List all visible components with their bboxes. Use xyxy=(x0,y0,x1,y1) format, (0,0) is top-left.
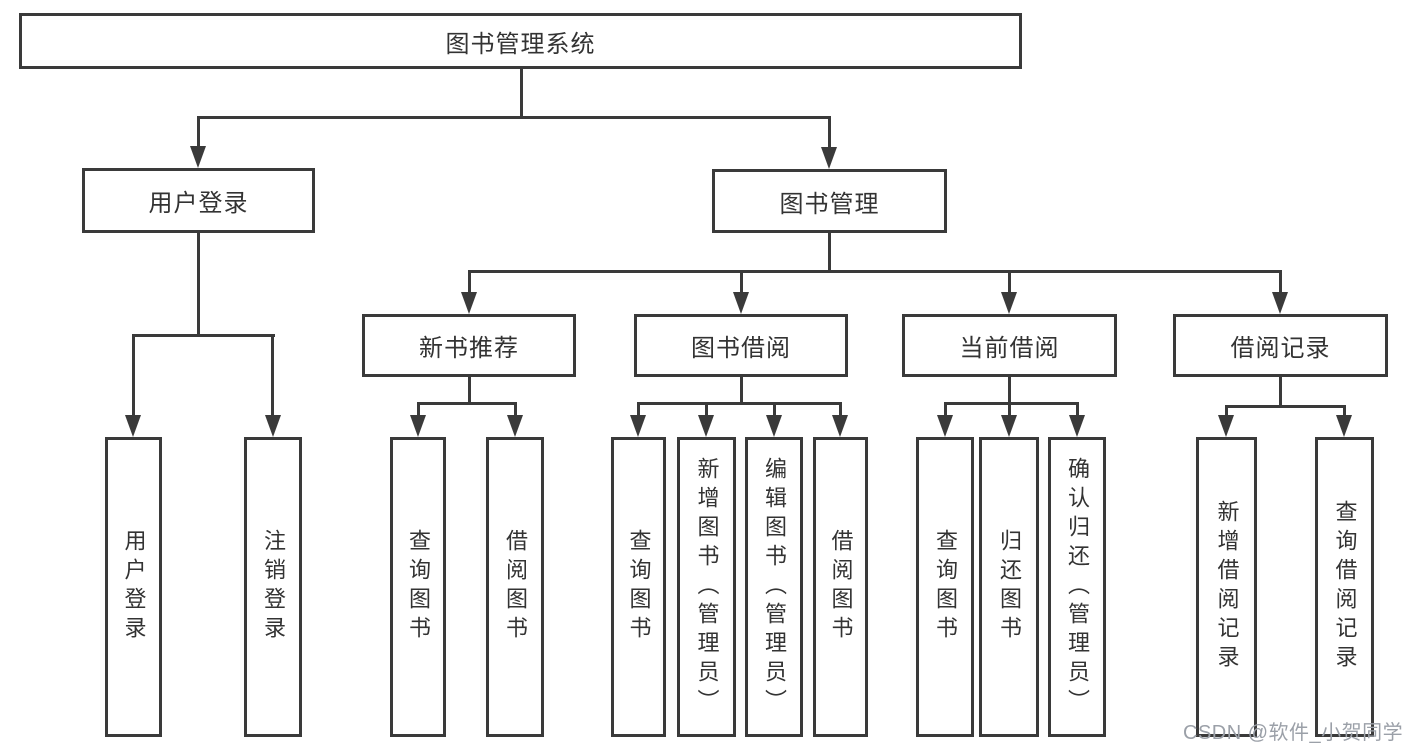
leaf-recommend-borrow-book: 借阅图书 xyxy=(486,437,544,737)
arrow-to-leaf-logout xyxy=(265,415,281,437)
leaf-add-borrow-record-label: 新增借阅记录 xyxy=(1214,500,1240,674)
leaf-return-book-label: 归还图书 xyxy=(997,529,1022,645)
csdn-watermark: CSDN @软件_小贺同学 xyxy=(1183,722,1404,744)
connector-borrow-stem xyxy=(740,377,743,405)
leaf-recommend-query-book: 查询图书 xyxy=(390,437,446,737)
leaf-recommend-query-book-label: 查询图书 xyxy=(406,529,431,645)
node-book-borrow-label: 图书借阅 xyxy=(691,335,791,362)
node-current-borrow-label: 当前借阅 xyxy=(959,335,1060,362)
arrow-to-confirm-return xyxy=(1069,415,1085,437)
arrow-to-book-management xyxy=(821,147,837,169)
node-book-borrow: 图书借阅 xyxy=(634,314,848,377)
connector-bookmgmt-drop-2 xyxy=(740,270,743,295)
connector-borrow-crossbar xyxy=(637,402,842,405)
leaf-borrow-book-label: 借阅图书 xyxy=(828,529,854,645)
leaf-current-query-book: 查询图书 xyxy=(916,437,974,737)
connector-borrow-drop-1 xyxy=(637,402,640,418)
arrow-to-current-query xyxy=(937,415,953,437)
leaf-query-borrow-record-label: 查询借阅记录 xyxy=(1332,500,1358,674)
connector-borrow-drop-4 xyxy=(839,402,842,418)
arrow-to-borrow-book xyxy=(832,415,848,437)
leaf-add-borrow-record: 新增借阅记录 xyxy=(1196,437,1257,737)
arrow-to-leaf-user-login xyxy=(125,415,141,437)
connector-userlogin-stem xyxy=(197,233,200,336)
leaf-return-book: 归还图书 xyxy=(979,437,1039,737)
connector-bookmgmt-drop-4 xyxy=(1279,270,1282,295)
leaf-edit-book-admin: 编辑图书（管理员） xyxy=(745,437,803,737)
leaf-borrow-book: 借阅图书 xyxy=(813,437,868,737)
arrow-to-add-book xyxy=(698,415,714,437)
arrow-to-recommend-query xyxy=(410,415,426,437)
connector-bookmgmt-crossbar xyxy=(468,270,1282,273)
leaf-confirm-return-admin: 确认归还（管理员） xyxy=(1048,437,1106,737)
leaf-query-borrow-record: 查询借阅记录 xyxy=(1315,437,1374,737)
connector-userlogin-drop-2 xyxy=(271,334,274,418)
connector-current-stem xyxy=(1008,377,1011,405)
connector-userlogin-crossbar xyxy=(132,334,275,337)
connector-root-crossbar xyxy=(197,116,831,119)
connector-recommend-drop-1 xyxy=(417,402,420,418)
connector-bookmgmt-drop-1 xyxy=(468,270,471,295)
node-borrow-record-label: 借阅记录 xyxy=(1230,335,1331,362)
connector-recommend-stem xyxy=(468,377,471,405)
node-root-label: 图书管理系统 xyxy=(445,30,596,58)
connector-record-crossbar xyxy=(1225,405,1346,408)
leaf-borrow-query-book-label: 查询图书 xyxy=(626,529,652,645)
connector-current-drop-2 xyxy=(1008,402,1011,418)
arrow-to-add-record xyxy=(1218,415,1234,437)
node-current-borrow: 当前借阅 xyxy=(902,314,1117,377)
connector-record-drop-2 xyxy=(1343,405,1346,418)
leaf-edit-book-admin-label: 编辑图书（管理员） xyxy=(762,456,787,718)
arrow-to-return-book xyxy=(1001,415,1017,437)
leaf-user-login-label: 用户登录 xyxy=(121,529,147,645)
connector-current-drop-3 xyxy=(1076,402,1079,418)
node-new-book-recommend: 新书推荐 xyxy=(362,314,576,377)
arrow-to-query-record xyxy=(1336,415,1352,437)
leaf-logout: 注销登录 xyxy=(244,437,302,737)
leaf-logout-label: 注销登录 xyxy=(261,529,286,645)
leaf-recommend-borrow-book-label: 借阅图书 xyxy=(503,529,528,645)
leaf-current-query-book-label: 查询图书 xyxy=(933,529,958,645)
connector-bookmgmt-drop-3 xyxy=(1008,270,1011,295)
arrow-to-borrow-record xyxy=(1272,292,1288,314)
arrow-to-user-login xyxy=(190,146,206,168)
arrow-to-borrow-query xyxy=(630,415,646,437)
connector-borrow-drop-3 xyxy=(773,402,776,418)
node-new-book-recommend-label: 新书推荐 xyxy=(419,335,519,362)
connector-root-right-drop xyxy=(828,116,831,150)
arrow-to-current-borrow xyxy=(1001,292,1017,314)
connector-borrow-drop-2 xyxy=(705,402,708,418)
arrow-to-recommend-borrow xyxy=(507,415,523,437)
node-user-login: 用户登录 xyxy=(82,168,315,233)
connector-current-drop-1 xyxy=(944,402,947,418)
connector-root-left-drop xyxy=(197,116,200,150)
node-root: 图书管理系统 xyxy=(19,13,1022,69)
leaf-user-login: 用户登录 xyxy=(105,437,162,737)
connector-userlogin-drop-1 xyxy=(132,334,135,418)
arrow-to-book-borrow xyxy=(733,292,749,314)
connector-record-stem xyxy=(1279,377,1282,408)
connector-current-crossbar xyxy=(944,402,1079,405)
leaf-add-book-admin: 新增图书（管理员） xyxy=(677,437,736,737)
node-user-login-label: 用户登录 xyxy=(148,190,249,217)
node-borrow-record: 借阅记录 xyxy=(1173,314,1388,377)
connector-recommend-crossbar xyxy=(417,402,517,405)
connector-root-stem xyxy=(520,68,523,118)
arrow-to-new-book-recommend xyxy=(461,292,477,314)
connector-bookmgmt-stem xyxy=(828,233,831,273)
connector-record-drop-1 xyxy=(1225,405,1228,418)
leaf-confirm-return-admin-label: 确认归还（管理员） xyxy=(1065,456,1090,718)
node-book-management: 图书管理 xyxy=(712,169,947,233)
leaf-borrow-query-book: 查询图书 xyxy=(611,437,666,737)
connector-recommend-drop-2 xyxy=(514,402,517,418)
arrow-to-edit-book xyxy=(766,415,782,437)
leaf-add-book-admin-label: 新增图书（管理员） xyxy=(694,456,720,718)
node-book-management-label: 图书管理 xyxy=(779,190,880,218)
